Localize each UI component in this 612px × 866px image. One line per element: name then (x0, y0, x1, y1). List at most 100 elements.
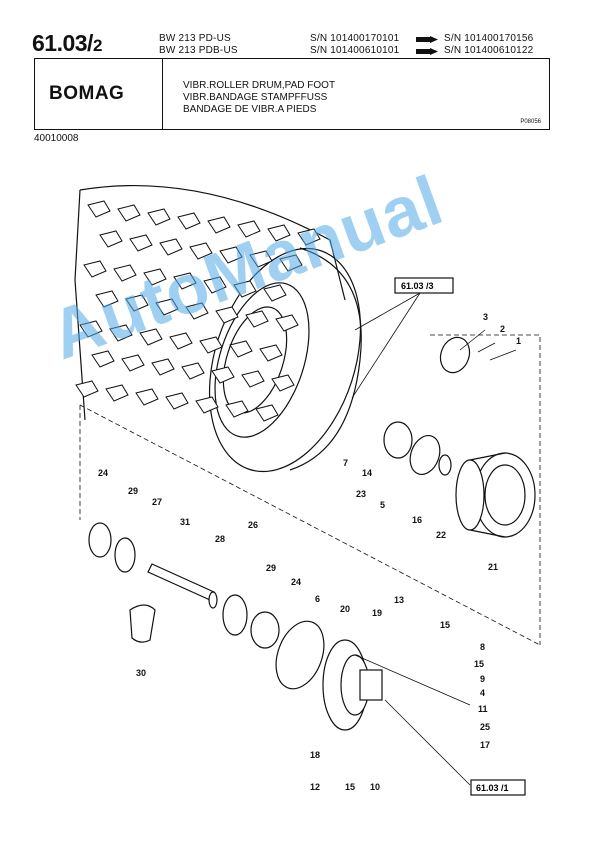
pad-foot (159, 238, 183, 256)
callout-17: 17 (480, 740, 490, 750)
callout-10: 10 (370, 782, 380, 792)
model-name: BW 213 PDB-US (159, 45, 238, 56)
serial-to: S/N 101400170156 (444, 33, 534, 44)
pad-foot (249, 250, 273, 268)
callout-3: 3 (483, 312, 488, 322)
ref-box-61-03-3: 61.03 /3 (401, 281, 434, 291)
callout-19: 19 (372, 608, 382, 618)
pad-foot (219, 246, 243, 264)
pad-foot (297, 228, 321, 246)
page-number: 61.03/2 (32, 30, 102, 56)
serial-to-list: S/N 101400170156 S/N 101400610122 (444, 33, 533, 57)
callout-12: 12 (310, 782, 320, 792)
pad-foot (109, 324, 133, 342)
pad-foot (207, 216, 231, 234)
pad-foot (203, 276, 227, 294)
pad-foot (195, 396, 219, 414)
callout-8: 8 (480, 642, 485, 652)
pad-foot (173, 272, 197, 290)
pad-foot (83, 260, 107, 278)
pad-foot (155, 298, 179, 316)
pad-foot (113, 264, 137, 282)
serial-from-list: S/N 101400170101 S/N 101400610101 (310, 33, 399, 57)
pad-foot (215, 306, 239, 324)
pad-foot (255, 404, 279, 422)
pad-foot (165, 392, 189, 410)
callout-15b: 15 (474, 659, 484, 669)
description-fr: BANDAGE DE VIBR.A PIEDS (183, 104, 317, 115)
callout-labels: 1234567891011121314151515161718192021222… (98, 312, 521, 792)
callout-6: 6 (315, 594, 320, 604)
pad-foot (237, 220, 261, 238)
part-flange-20 (322, 639, 383, 731)
model-name: BW 213 PD-US (159, 33, 231, 44)
pad-foot (199, 336, 223, 354)
pad-foot (189, 242, 213, 260)
callout-26: 26 (248, 520, 258, 530)
title-box: BOMAG VIBR.ROLLER DRUM,PAD FOOT VIBR.BAN… (34, 58, 550, 130)
callout-21: 21 (488, 562, 498, 572)
pad-foot (105, 384, 129, 402)
callout-15c: 15 (345, 782, 355, 792)
pad-foot (75, 380, 99, 398)
pad-foot (147, 208, 171, 226)
part-description: VIBR.ROLLER DRUM,PAD FOOT VIBR.BANDAGE S… (183, 80, 335, 116)
description-de: VIBR.BANDAGE STAMPFFUSS (183, 92, 328, 103)
callout-28: 28 (215, 534, 225, 544)
brand-logo: BOMAG (49, 83, 125, 104)
callout-1: 1 (516, 336, 521, 346)
pad-foot (279, 254, 303, 272)
callout-29a: 29 (128, 486, 138, 496)
callout-9: 9 (480, 674, 485, 684)
serial-to: S/N 101400610122 (444, 45, 534, 56)
callout-14: 14 (362, 468, 372, 478)
callout-27: 27 (152, 497, 162, 507)
callout-24b: 24 (291, 577, 301, 587)
divider (162, 59, 163, 129)
pad-foot (125, 294, 149, 312)
part-seal-rings (88, 336, 471, 690)
callout-2: 2 (500, 324, 505, 334)
pad-foot (91, 350, 115, 368)
pad-foot (169, 332, 193, 350)
callout-29b: 29 (266, 563, 276, 573)
description-en: VIBR.ROLLER DRUM,PAD FOOT (183, 80, 336, 91)
serial-from: S/N 101400610101 (310, 45, 400, 56)
pad-foot (129, 234, 153, 252)
pad-foot (259, 344, 283, 362)
pad-foot (245, 310, 269, 328)
callout-24a: 24 (98, 468, 108, 478)
part-shaft-31 (147, 563, 218, 609)
part-bearing-housing-21 (455, 452, 536, 538)
callout-22: 22 (436, 530, 446, 540)
pad-foot (143, 268, 167, 286)
pad-foot (181, 362, 205, 380)
callout-13: 13 (394, 595, 404, 605)
callout-30: 30 (136, 668, 146, 678)
leader-lines (79, 292, 541, 786)
callout-18: 18 (310, 750, 320, 760)
callout-7: 7 (343, 458, 348, 468)
pad-foot (263, 284, 287, 302)
pad-foot (177, 212, 201, 230)
pad-foot (271, 374, 295, 392)
callout-23: 23 (356, 489, 366, 499)
callout-15a: 15 (440, 620, 450, 630)
pad-foot (87, 200, 111, 218)
callout-16: 16 (412, 515, 422, 525)
callout-25: 25 (480, 722, 490, 732)
pad-foot (241, 370, 265, 388)
ref-box-61-03-1: 61.03 /1 (476, 783, 509, 793)
pad-foot (185, 302, 209, 320)
pad-foot (233, 280, 257, 298)
pad-foot (95, 290, 119, 308)
pad-foot (135, 388, 159, 406)
pad-foot (139, 328, 163, 346)
callout-31: 31 (180, 517, 190, 527)
model-list: BW 213 PD-US BW 213 PDB-US (159, 33, 238, 57)
pad-foot (229, 340, 253, 358)
pad-foot (211, 366, 235, 384)
pad-foot (117, 204, 141, 222)
pad-foot (275, 314, 299, 332)
